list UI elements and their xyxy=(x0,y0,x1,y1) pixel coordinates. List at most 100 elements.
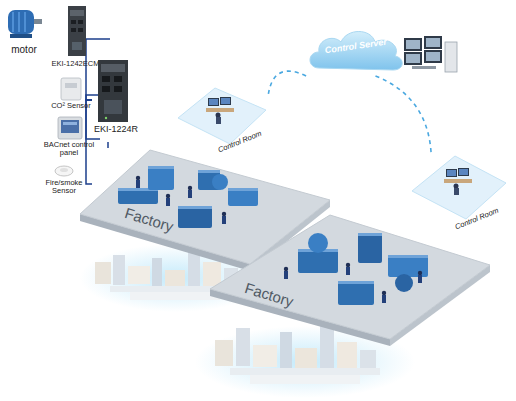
city-two-part xyxy=(337,342,357,368)
node-text-group: Fire/smoke Sensor xyxy=(41,179,87,196)
city-one-part xyxy=(203,262,221,286)
control-room-platform-shape-part xyxy=(220,97,231,105)
server-workstation-part xyxy=(406,54,420,63)
city-one-part xyxy=(128,266,150,284)
factory-platform-shape-part xyxy=(222,212,226,216)
factory-platform-shape-part xyxy=(222,216,226,224)
factory-platform-shape-part xyxy=(198,170,220,173)
factory-platform-shape-part xyxy=(118,188,158,204)
city-two-part xyxy=(236,328,250,366)
motor-device-shape-part xyxy=(10,34,32,38)
switch-device-shape-part xyxy=(71,28,76,32)
control-room-platform-shape-part xyxy=(208,98,219,106)
motor-device-shape-part xyxy=(24,12,26,32)
server-workstation-part xyxy=(424,50,442,63)
factory-platform-shape-part xyxy=(358,233,382,236)
city-two-part xyxy=(280,332,292,368)
city-one-part xyxy=(130,292,220,300)
factory-platform-shape-part xyxy=(148,166,174,169)
factory-platform-shape-part xyxy=(136,176,140,180)
control-room-platform-shape-part xyxy=(444,179,472,183)
gateway-device-shape-part xyxy=(98,60,128,122)
smoke-sensor: Fire/smoke Sensor xyxy=(36,162,92,206)
node-label: BACnet control panel xyxy=(38,141,100,158)
network-link xyxy=(376,76,432,153)
motor-device-shape-part xyxy=(18,12,20,32)
control-room-platform-shape-part xyxy=(458,168,469,176)
switch-device-shape-part xyxy=(78,28,83,32)
control-room-platform: Control Room xyxy=(178,86,268,156)
node-label: CO² Sensor xyxy=(40,102,102,110)
server-workstation-part xyxy=(406,40,420,49)
switch-device-shape-part xyxy=(78,20,83,24)
node-text-group: CO² Sensor xyxy=(40,102,102,110)
switch-device-shape-part xyxy=(71,20,76,24)
server-workstation-part xyxy=(404,38,422,51)
node-text-group: BACnet control panel xyxy=(38,141,100,158)
motor-device: motor xyxy=(2,2,46,60)
server-workstation-part xyxy=(426,38,440,47)
control-room-platform-shape-part xyxy=(454,184,459,189)
factory-platform-shape-part xyxy=(188,186,192,190)
server-workstation-part xyxy=(412,66,436,69)
factory-platform-shape-part xyxy=(382,295,386,303)
city-two-part xyxy=(295,348,317,368)
control-room-platform-shape-part xyxy=(216,117,221,124)
control-room-platform-shape-part xyxy=(216,113,221,118)
factory-platform: Factory xyxy=(208,213,492,347)
node-text-group: EKI-1224R xyxy=(94,125,158,135)
city-two-part xyxy=(230,368,380,375)
gateway-device-shape-part xyxy=(101,64,125,72)
network-link xyxy=(268,71,306,97)
control-panel-shape-part xyxy=(61,120,79,133)
server-workstation-part xyxy=(424,36,442,49)
factory-platform-shape-part xyxy=(308,233,328,253)
factory-platform-shape-part xyxy=(136,180,140,188)
city-one-part xyxy=(113,255,125,285)
control-panel: BACnet control panel xyxy=(38,116,100,162)
gateway-device-shape-part xyxy=(104,100,122,114)
control-panel-shape-part xyxy=(58,117,82,139)
city-two-part xyxy=(215,340,233,366)
co2-sensor-shape-part xyxy=(61,78,81,100)
factory-platform-shape-part xyxy=(284,271,288,279)
control-room-platform-shape-part xyxy=(454,188,459,195)
factory-platform-shape-part xyxy=(338,281,374,305)
factory-platform-shape-part xyxy=(166,198,170,206)
factory-platform-shape-part xyxy=(388,255,428,258)
control-room-platform-shape-part xyxy=(459,169,468,175)
factory-platform-shape-part xyxy=(346,263,350,267)
factory-platform-shape-part xyxy=(148,166,174,190)
server-workstation xyxy=(404,36,457,72)
factory-platform-shape-part xyxy=(338,281,374,284)
city-one-part xyxy=(165,270,185,286)
cloud-server-shape-part xyxy=(310,32,402,71)
server-workstation-part xyxy=(404,52,422,65)
factory-platform-shape-part xyxy=(210,215,490,339)
factory-platform-shape-part xyxy=(418,275,422,283)
factory-platform-shape-part xyxy=(228,188,258,206)
co2-sensor: CO² Sensor xyxy=(40,76,102,114)
city-one-part xyxy=(152,258,162,286)
switch-device-shape-part xyxy=(70,10,84,16)
motor-device-shape-part xyxy=(12,12,14,32)
factory-platform-shape-part xyxy=(178,206,212,209)
control-room-platform: Control Room xyxy=(410,153,510,233)
node-label: EKI-1224R xyxy=(94,125,158,135)
factory-platform-shape-part xyxy=(178,206,212,228)
city-two-part xyxy=(250,375,360,384)
node-label: motor xyxy=(2,44,46,55)
gateway-device-shape-part xyxy=(102,76,110,82)
node-text-group: motor xyxy=(2,44,46,55)
factory-platform-shape-part xyxy=(358,233,382,263)
wire-connector xyxy=(107,142,109,148)
gateway-device-shape-part xyxy=(105,117,107,119)
factory-platform-shape-part xyxy=(188,190,192,198)
city-two-part xyxy=(320,326,334,368)
factory-platform-shape-part xyxy=(388,255,428,277)
node-label: Fire/smoke Sensor xyxy=(41,179,87,196)
control-room-platform-shape-part xyxy=(221,98,230,104)
city-one-part xyxy=(95,262,111,284)
control-panel-shape-part xyxy=(63,122,77,125)
co2-sensor-shape-part xyxy=(65,83,77,88)
